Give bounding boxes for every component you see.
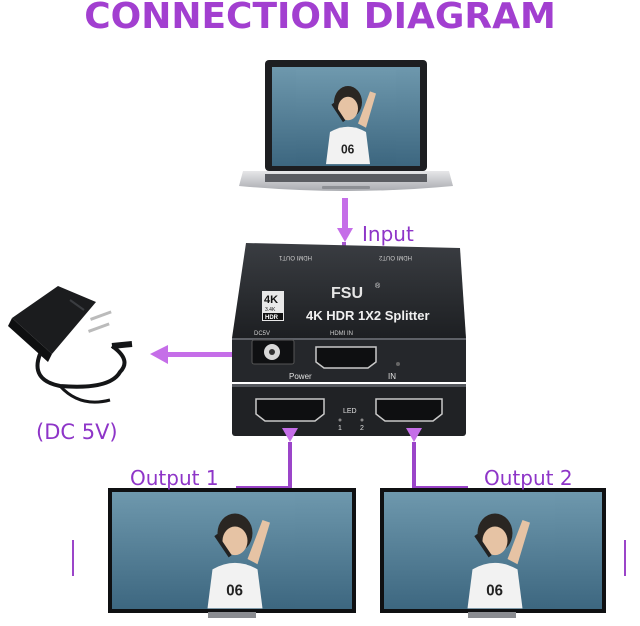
splitter-front-panel — [232, 384, 466, 436]
output2-line — [406, 428, 468, 489]
tv-output-2 — [380, 488, 626, 618]
power-arrow — [150, 345, 232, 364]
in-label: IN — [388, 372, 396, 381]
led-2-label: 2 — [360, 425, 364, 432]
output1-label: Output 1 — [130, 466, 219, 490]
diagram-title: CONNECTION DIAGRAM — [84, 0, 556, 37]
splitter-device: HDMI OUT1 HDMI OUT2 4K 3.4K HDR FSU ® 4K… — [232, 243, 466, 436]
badge-hdr: HDR — [265, 315, 279, 321]
output1-line — [236, 428, 298, 489]
rear-port-label-1: HDMI OUT1 — [278, 254, 312, 260]
brand-logo: FSU — [331, 285, 363, 302]
badge-3-4k: 3.4K — [265, 307, 276, 313]
laptop — [239, 60, 453, 191]
power-label: Power — [289, 372, 312, 381]
led-1-label: 1 — [338, 425, 342, 432]
power-supply-label: (DC 5V) — [36, 420, 118, 444]
badge-4k: 4K — [264, 294, 278, 306]
power-adapter — [8, 286, 133, 404]
tv-output-1 — [72, 488, 356, 618]
led-label: LED — [343, 408, 357, 415]
hdmi-in-port — [315, 346, 377, 369]
rear-port-label-2: HDMI OUT2 — [378, 254, 412, 260]
port-label-hdmi-in: HDMI IN — [330, 331, 353, 337]
model-name: 4K HDR 1X2 Splitter — [306, 308, 430, 323]
registered-mark: ® — [375, 282, 381, 290]
input-label: Input — [362, 222, 414, 246]
port-label-dc: DC5V — [254, 331, 270, 337]
hdmi-out1-port — [255, 398, 325, 422]
hdmi-out2-port — [375, 398, 443, 422]
output2-label: Output 2 — [484, 466, 573, 490]
